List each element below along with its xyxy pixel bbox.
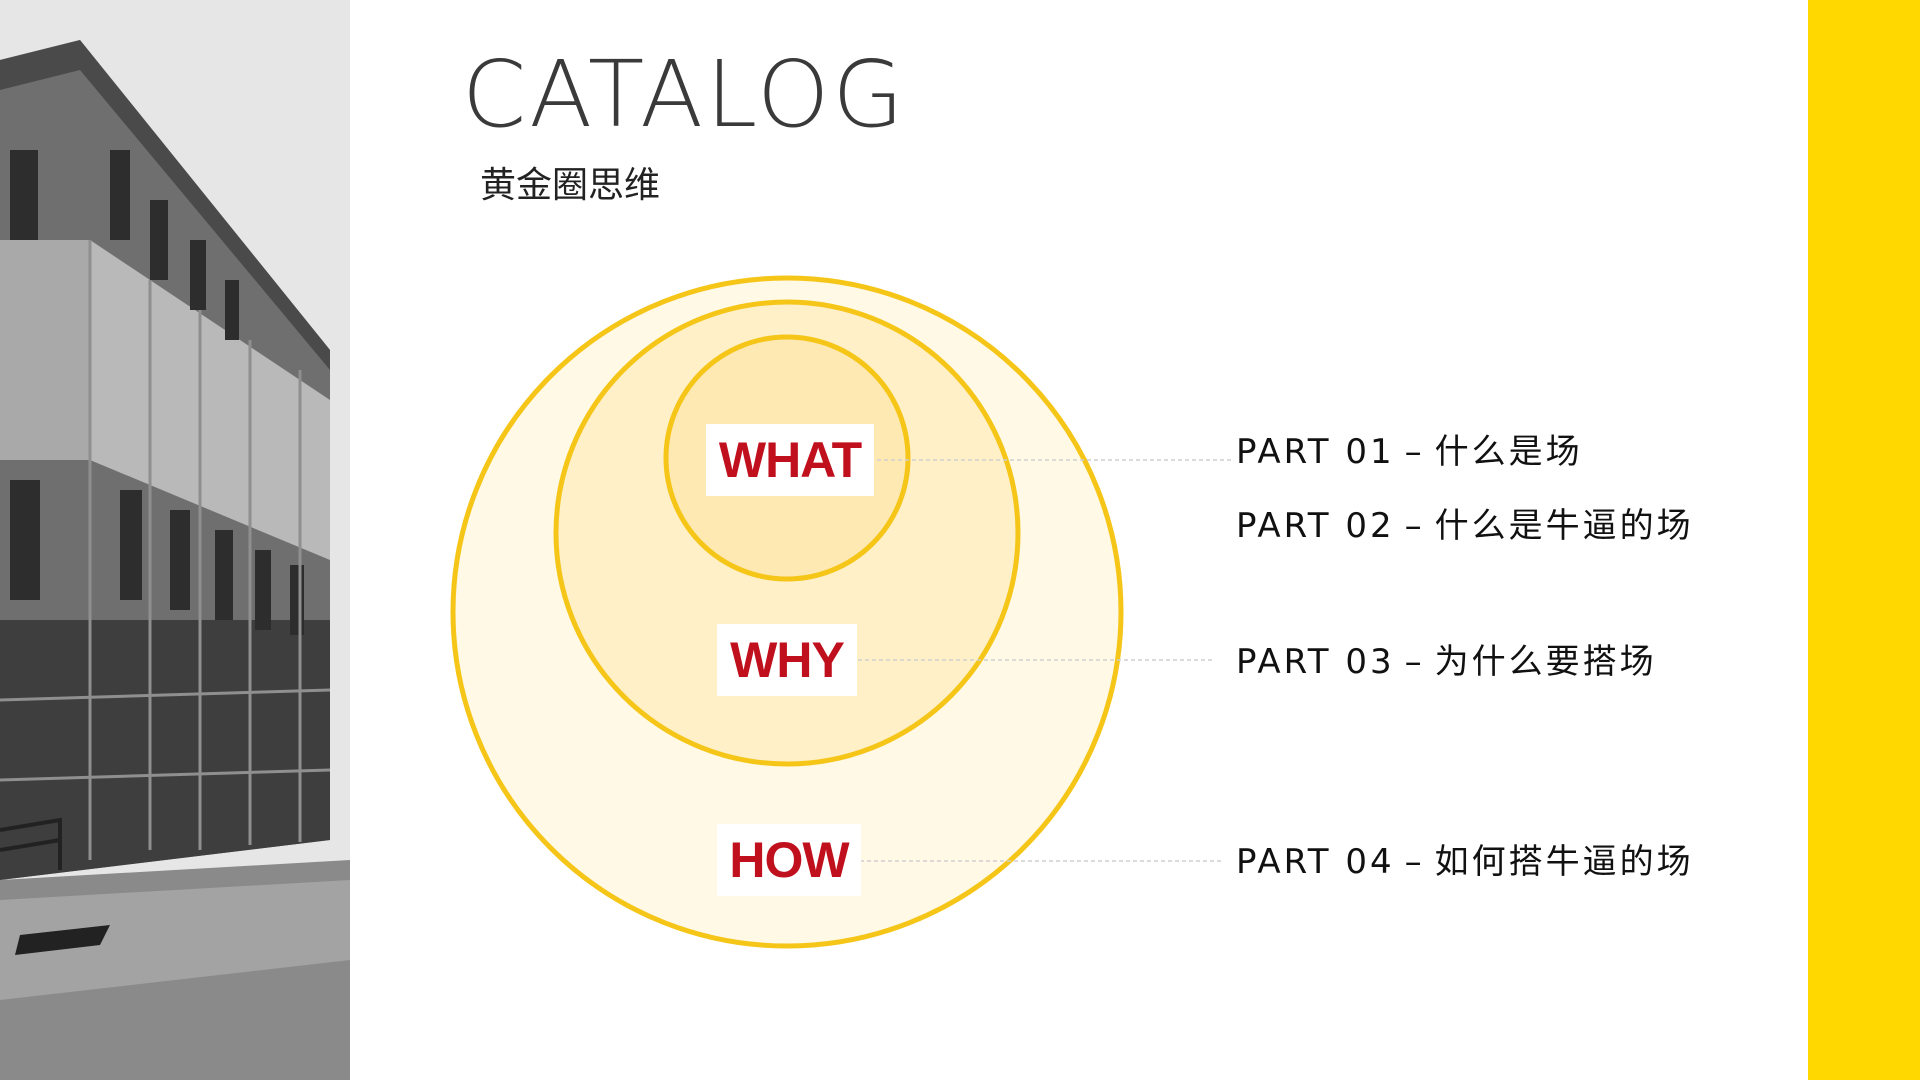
part-item-01[interactable]: PART 01–什么是场 bbox=[1236, 424, 1583, 473]
part-separator: – bbox=[1404, 432, 1425, 472]
part-title: 为什么要搭场 bbox=[1434, 642, 1657, 682]
building-photo bbox=[0, 0, 350, 1080]
page-title: CATALOG bbox=[462, 41, 907, 148]
part-item-04[interactable]: PART 04–如何搭牛逼的场 bbox=[1236, 834, 1694, 883]
part-item-03[interactable]: PART 03–为什么要搭场 bbox=[1236, 634, 1657, 683]
part-title: 什么是牛逼的场 bbox=[1434, 506, 1694, 546]
part-title: 如何搭牛逼的场 bbox=[1434, 842, 1694, 882]
part-number: PART 04 bbox=[1236, 842, 1395, 882]
what-label: WHAT bbox=[706, 424, 874, 496]
accent-bar bbox=[1808, 0, 1920, 1080]
how-label: HOW bbox=[717, 824, 861, 896]
part-separator: – bbox=[1404, 642, 1425, 682]
part-separator: – bbox=[1404, 506, 1425, 546]
part-separator: – bbox=[1404, 842, 1425, 882]
part-number: PART 02 bbox=[1236, 506, 1395, 546]
part-number: PART 01 bbox=[1236, 432, 1395, 472]
page-subtitle: 黄金圈思维 bbox=[480, 165, 661, 206]
part-title: 什么是场 bbox=[1434, 432, 1583, 472]
part-item-02[interactable]: PART 02–什么是牛逼的场 bbox=[1236, 498, 1694, 547]
part-number: PART 03 bbox=[1236, 642, 1395, 682]
why-label: WHY bbox=[717, 624, 857, 696]
